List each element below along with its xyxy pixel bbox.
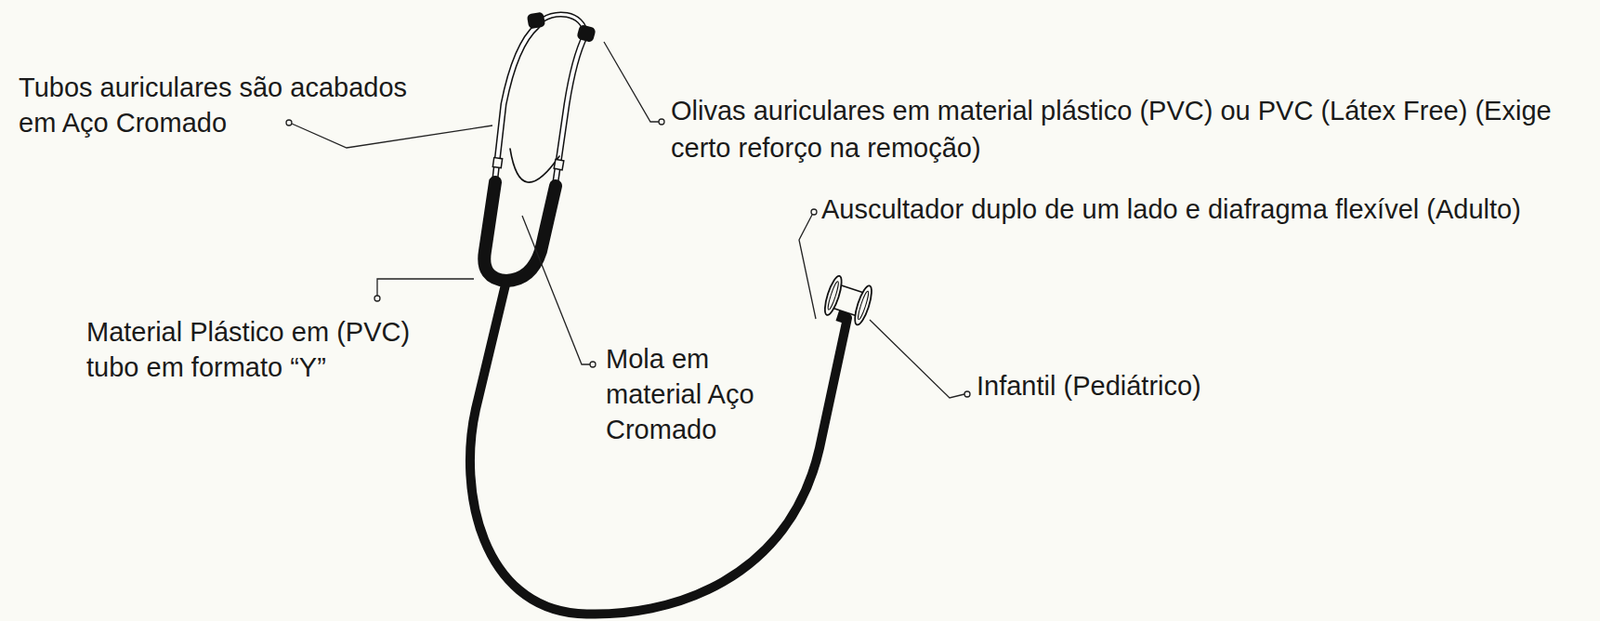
leader-dot	[374, 295, 381, 302]
main-tube	[470, 280, 848, 615]
part-label: Olivas auriculares em material plástico …	[670, 91, 1593, 167]
leader-line	[522, 215, 591, 365]
chestpiece	[820, 274, 875, 329]
leader-dot	[590, 361, 596, 368]
leader-dot	[658, 118, 665, 125]
collar-left	[492, 157, 502, 168]
diaphragm-rim	[856, 289, 871, 320]
part-label: Infantil (Pediátrico)	[976, 367, 1535, 404]
diaphragm-side	[852, 284, 876, 328]
leader-line	[291, 123, 493, 148]
ear-olive-right	[576, 24, 597, 43]
ear-olive-left	[526, 12, 547, 30]
bell-side	[821, 274, 845, 317]
bell-rim	[826, 280, 840, 311]
part-label: Mola em material Aço Cromado	[605, 340, 778, 447]
spring	[510, 148, 560, 183]
leader-dot	[286, 119, 292, 126]
part-label: Auscultador duplo de um lado e diafragma…	[821, 191, 1522, 227]
leader-line	[799, 214, 816, 319]
leader-dot	[811, 209, 817, 215]
y-tube	[484, 182, 556, 281]
ear-tube-right	[554, 35, 586, 188]
leader-line	[869, 319, 965, 398]
leader-dot	[964, 391, 971, 397]
part-label: Tubos auriculares são acabados em Aço Cr…	[18, 69, 428, 141]
part-label: Material Plástico em (PVC) tubo em forma…	[86, 314, 431, 385]
collar-right	[553, 158, 564, 170]
ear-tube-right-inner	[554, 35, 586, 188]
leader-line	[603, 41, 659, 122]
leader-line	[377, 278, 474, 296]
